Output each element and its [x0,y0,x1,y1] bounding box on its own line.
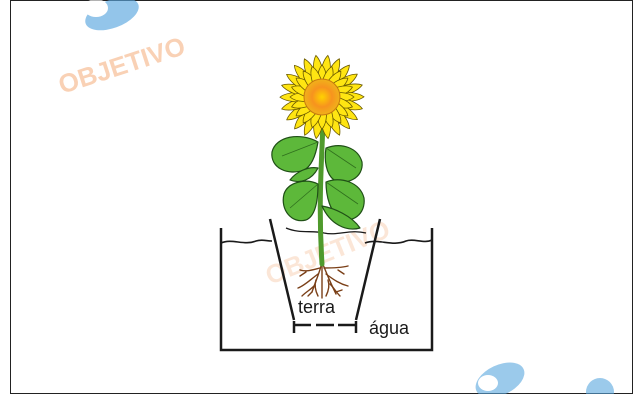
watermark-text: OBJETIVO [55,31,189,100]
leaf [289,167,319,183]
container-icon [219,228,434,352]
stem [317,117,326,267]
leaf [271,135,319,173]
leaves [271,135,365,230]
leaf [282,180,319,222]
leaf [324,145,363,183]
objetivo-logo-icon [475,362,614,394]
watermark-center: OBJETIVO [261,213,394,290]
watermark-bottom [475,362,614,394]
leaf [321,205,361,230]
water-surface [220,239,433,244]
watermark-text: OBJETIVO [261,213,394,290]
objetivo-logo-icon [84,0,139,31]
water-label: água [369,318,410,338]
watermark-top: OBJETIVO [55,0,189,100]
roots-icon [297,261,349,299]
soil-label: terra [298,297,336,317]
leaf-veins [281,141,359,209]
flower-center [303,78,341,116]
pot-icon [268,218,382,333]
